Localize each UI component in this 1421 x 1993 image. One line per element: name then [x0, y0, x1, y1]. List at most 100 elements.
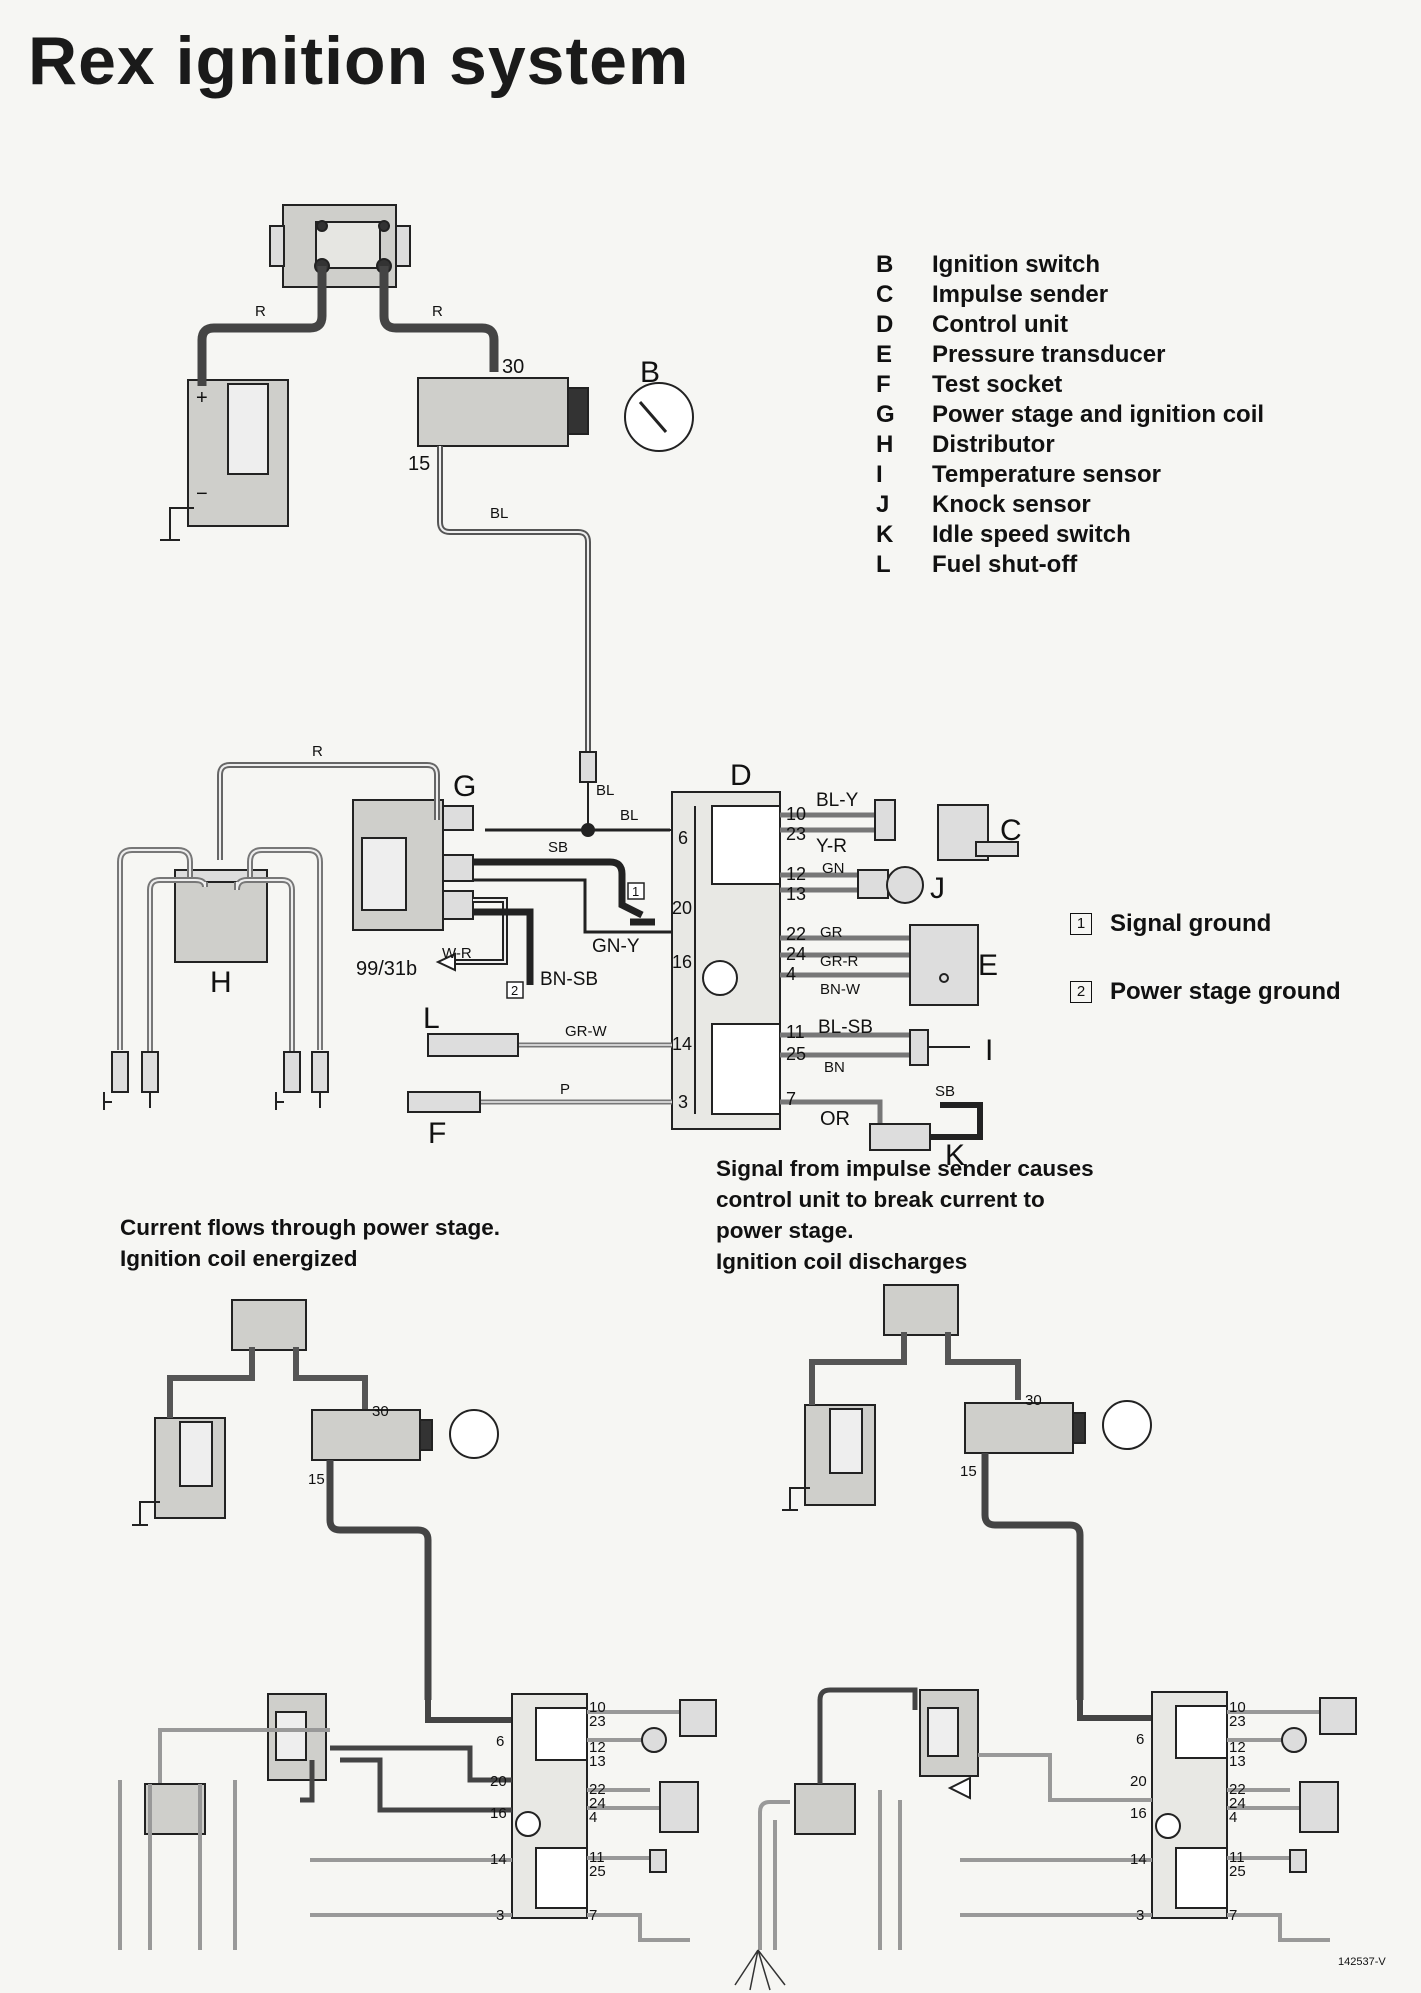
power-stage-ground-marker: [506, 981, 524, 999]
legend-letter: G: [876, 401, 895, 428]
cu-pin-label: 23: [1229, 1713, 1246, 1730]
page-title: Rex ignition system: [28, 23, 690, 99]
ground-label: Power stage ground: [1110, 978, 1341, 1005]
legend-item: B Ignition switch: [876, 250, 1264, 280]
cu-pin-label: 6: [1136, 1731, 1144, 1748]
cu-pin-label: 6: [678, 828, 688, 848]
cu-pin-label: 22: [589, 1781, 606, 1798]
cu-pin-label: 14: [672, 1034, 692, 1054]
cu-pin-label: 20: [1130, 1773, 1147, 1790]
cu-pin-label: 3: [678, 1092, 688, 1112]
legend-label: Impulse sender: [932, 281, 1109, 308]
cu-pin-label: 25: [1229, 1863, 1246, 1880]
wire-color-label: GN: [822, 860, 845, 877]
terminal-15-label: 15: [308, 1471, 325, 1488]
cu-pin-label: 16: [490, 1805, 507, 1822]
legend-label: Idle speed switch: [932, 521, 1131, 548]
spark-plug-icon: [311, 1051, 329, 1108]
test-socket-icon: [407, 1091, 481, 1113]
ext-ref-label: 99/31b: [356, 958, 417, 980]
signal-ground-marker-number: 1: [632, 884, 639, 899]
legend-label: Fuel shut-off: [932, 551, 1078, 578]
legend-letter: D: [876, 311, 894, 338]
legend-label: Distributor: [932, 431, 1055, 458]
legend-letter: J: [876, 491, 890, 518]
legend-label: Control unit: [932, 311, 1068, 338]
fuel-shutoff-valve-icon: [427, 1033, 519, 1057]
ground-number: 1: [1070, 913, 1092, 935]
component-letter-c: C: [1000, 814, 1022, 847]
legend-letter: B: [876, 251, 894, 278]
cu-pin-label: 11: [589, 1849, 605, 1866]
spark-plug-icon: [103, 1051, 129, 1110]
cu-pin-label: 16: [672, 952, 692, 972]
wire-color-label: BL: [596, 782, 614, 799]
ground-label: Signal ground: [1110, 910, 1272, 937]
wire-color-label: GR: [820, 924, 843, 941]
cu-pin-label: 24: [589, 1795, 606, 1812]
cu-pin-label: 13: [1229, 1753, 1246, 1770]
component-letter-b: B: [640, 356, 660, 389]
pressure-transducer-icon: [909, 924, 979, 1006]
terminal-30-label: 30: [502, 356, 524, 378]
cu-pin-label: 12: [589, 1739, 606, 1756]
cu-pin-label: 14: [1130, 1851, 1147, 1868]
wire-color-label: BN-W: [820, 981, 861, 998]
caption-line: Ignition coil energized: [120, 1246, 358, 1271]
wire-color-label: GR-W: [565, 1023, 607, 1040]
terminal-30-label: 30: [372, 1403, 389, 1420]
component-letter-l: L: [423, 1002, 440, 1035]
cu-pin-label: 4: [589, 1809, 597, 1826]
cu-pin-label: 22: [786, 924, 806, 944]
distributor-icon: [174, 869, 268, 963]
power-stage-coil-icon: [352, 799, 474, 931]
discharges-diagram-labels: 30 15 6 20 16 14 3 10 23 12 13 22 24 4 1…: [960, 1392, 1246, 1924]
legend-label: Temperature sensor: [932, 461, 1161, 488]
cu-pin-label: 4: [786, 964, 796, 984]
component-letter-h: H: [210, 966, 232, 999]
impulse-sender-icon: [874, 799, 1019, 861]
cu-pin-label: 4: [1229, 1809, 1237, 1826]
energized-diagram: [118, 1299, 717, 1950]
wire-color-label: W-R: [442, 945, 472, 962]
caption-line: power stage.: [716, 1218, 854, 1243]
cu-pin-label: 7: [589, 1907, 597, 1924]
cu-pin-label: 14: [490, 1851, 507, 1868]
terminal-15-label: 15: [960, 1463, 977, 1480]
legend-letter: I: [876, 461, 883, 488]
cu-pin-label: 20: [672, 898, 692, 918]
cu-pin-label: 10: [1229, 1699, 1246, 1716]
legend-letter: E: [876, 341, 893, 368]
legend-item: I Temperature sensor: [876, 460, 1264, 490]
component-letter-f: F: [428, 1117, 446, 1150]
legend-letter: F: [876, 371, 891, 398]
legend-letter: L: [876, 551, 891, 578]
wire-color-label: BL-SB: [818, 1017, 873, 1038]
legend-item: D Control unit: [876, 310, 1264, 340]
discharges-diagram: [734, 1284, 1357, 1991]
cu-pin-label: 12: [786, 864, 806, 884]
cu-pin-label: 3: [1136, 1907, 1144, 1924]
wire-color-label: GR-R: [820, 953, 858, 970]
wire-color-label: BN: [824, 1059, 845, 1076]
ground-number: 2: [1070, 981, 1092, 1003]
wire-color-label: R: [255, 303, 266, 320]
cu-pin-label: 7: [786, 1089, 796, 1109]
cu-pin-label: 7: [1229, 1907, 1237, 1924]
battery-minus-label: −: [196, 483, 208, 505]
cu-pin-label: 23: [786, 824, 806, 844]
component-letter-e: E: [978, 949, 998, 982]
wire-color-label: OR: [820, 1108, 850, 1130]
temperature-sensor-icon: [909, 1029, 970, 1066]
wire-color-label: GN-Y: [592, 936, 640, 957]
legend-item: L Fuel shut-off: [876, 550, 1264, 580]
part-number: 142537-V: [1338, 1956, 1386, 1968]
cu-pin-label: 16: [1130, 1805, 1147, 1822]
cu-pin-label: 12: [1229, 1739, 1246, 1756]
legend-label: Ignition switch: [932, 251, 1100, 278]
